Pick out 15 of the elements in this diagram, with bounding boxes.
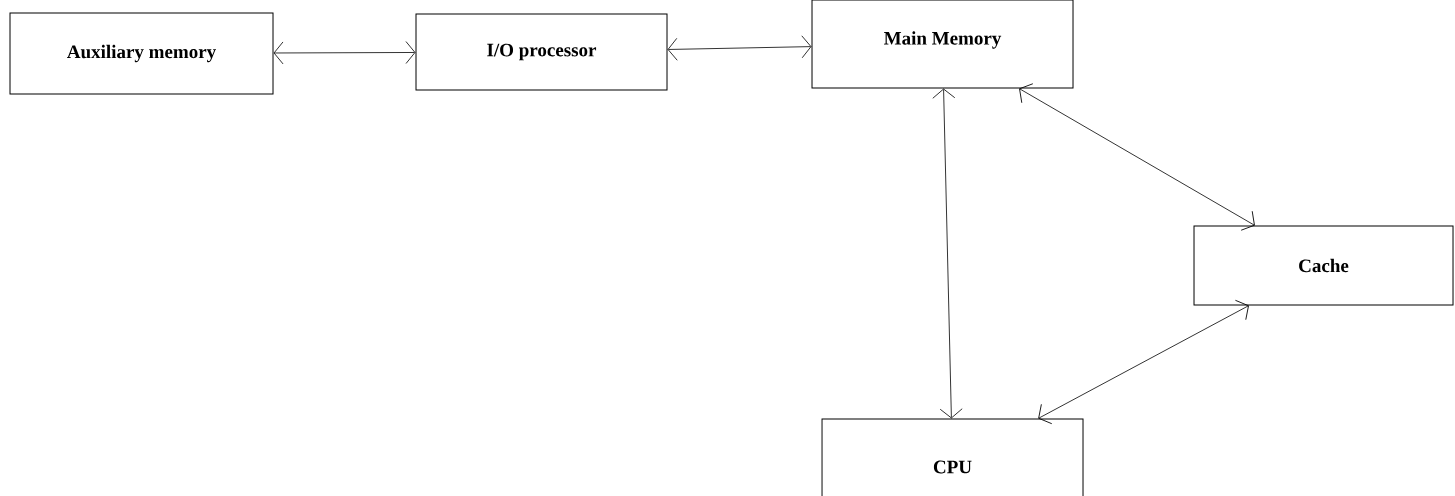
node-label: Main Memory xyxy=(884,31,1002,49)
node-label: Cache xyxy=(1299,258,1349,273)
arrow xyxy=(273,41,416,65)
node-label: CPU xyxy=(933,460,972,474)
node-label: I/O processor xyxy=(487,43,597,61)
arrow xyxy=(932,88,963,419)
process-box xyxy=(821,418,1084,496)
arrow xyxy=(667,35,812,61)
arrow xyxy=(1038,299,1249,425)
arrow xyxy=(1019,83,1255,231)
process-box xyxy=(1193,225,1454,306)
process-box xyxy=(811,0,1074,89)
process-box xyxy=(9,12,274,95)
process-box xyxy=(415,13,668,91)
node-label: Auxiliary memory xyxy=(67,44,216,63)
